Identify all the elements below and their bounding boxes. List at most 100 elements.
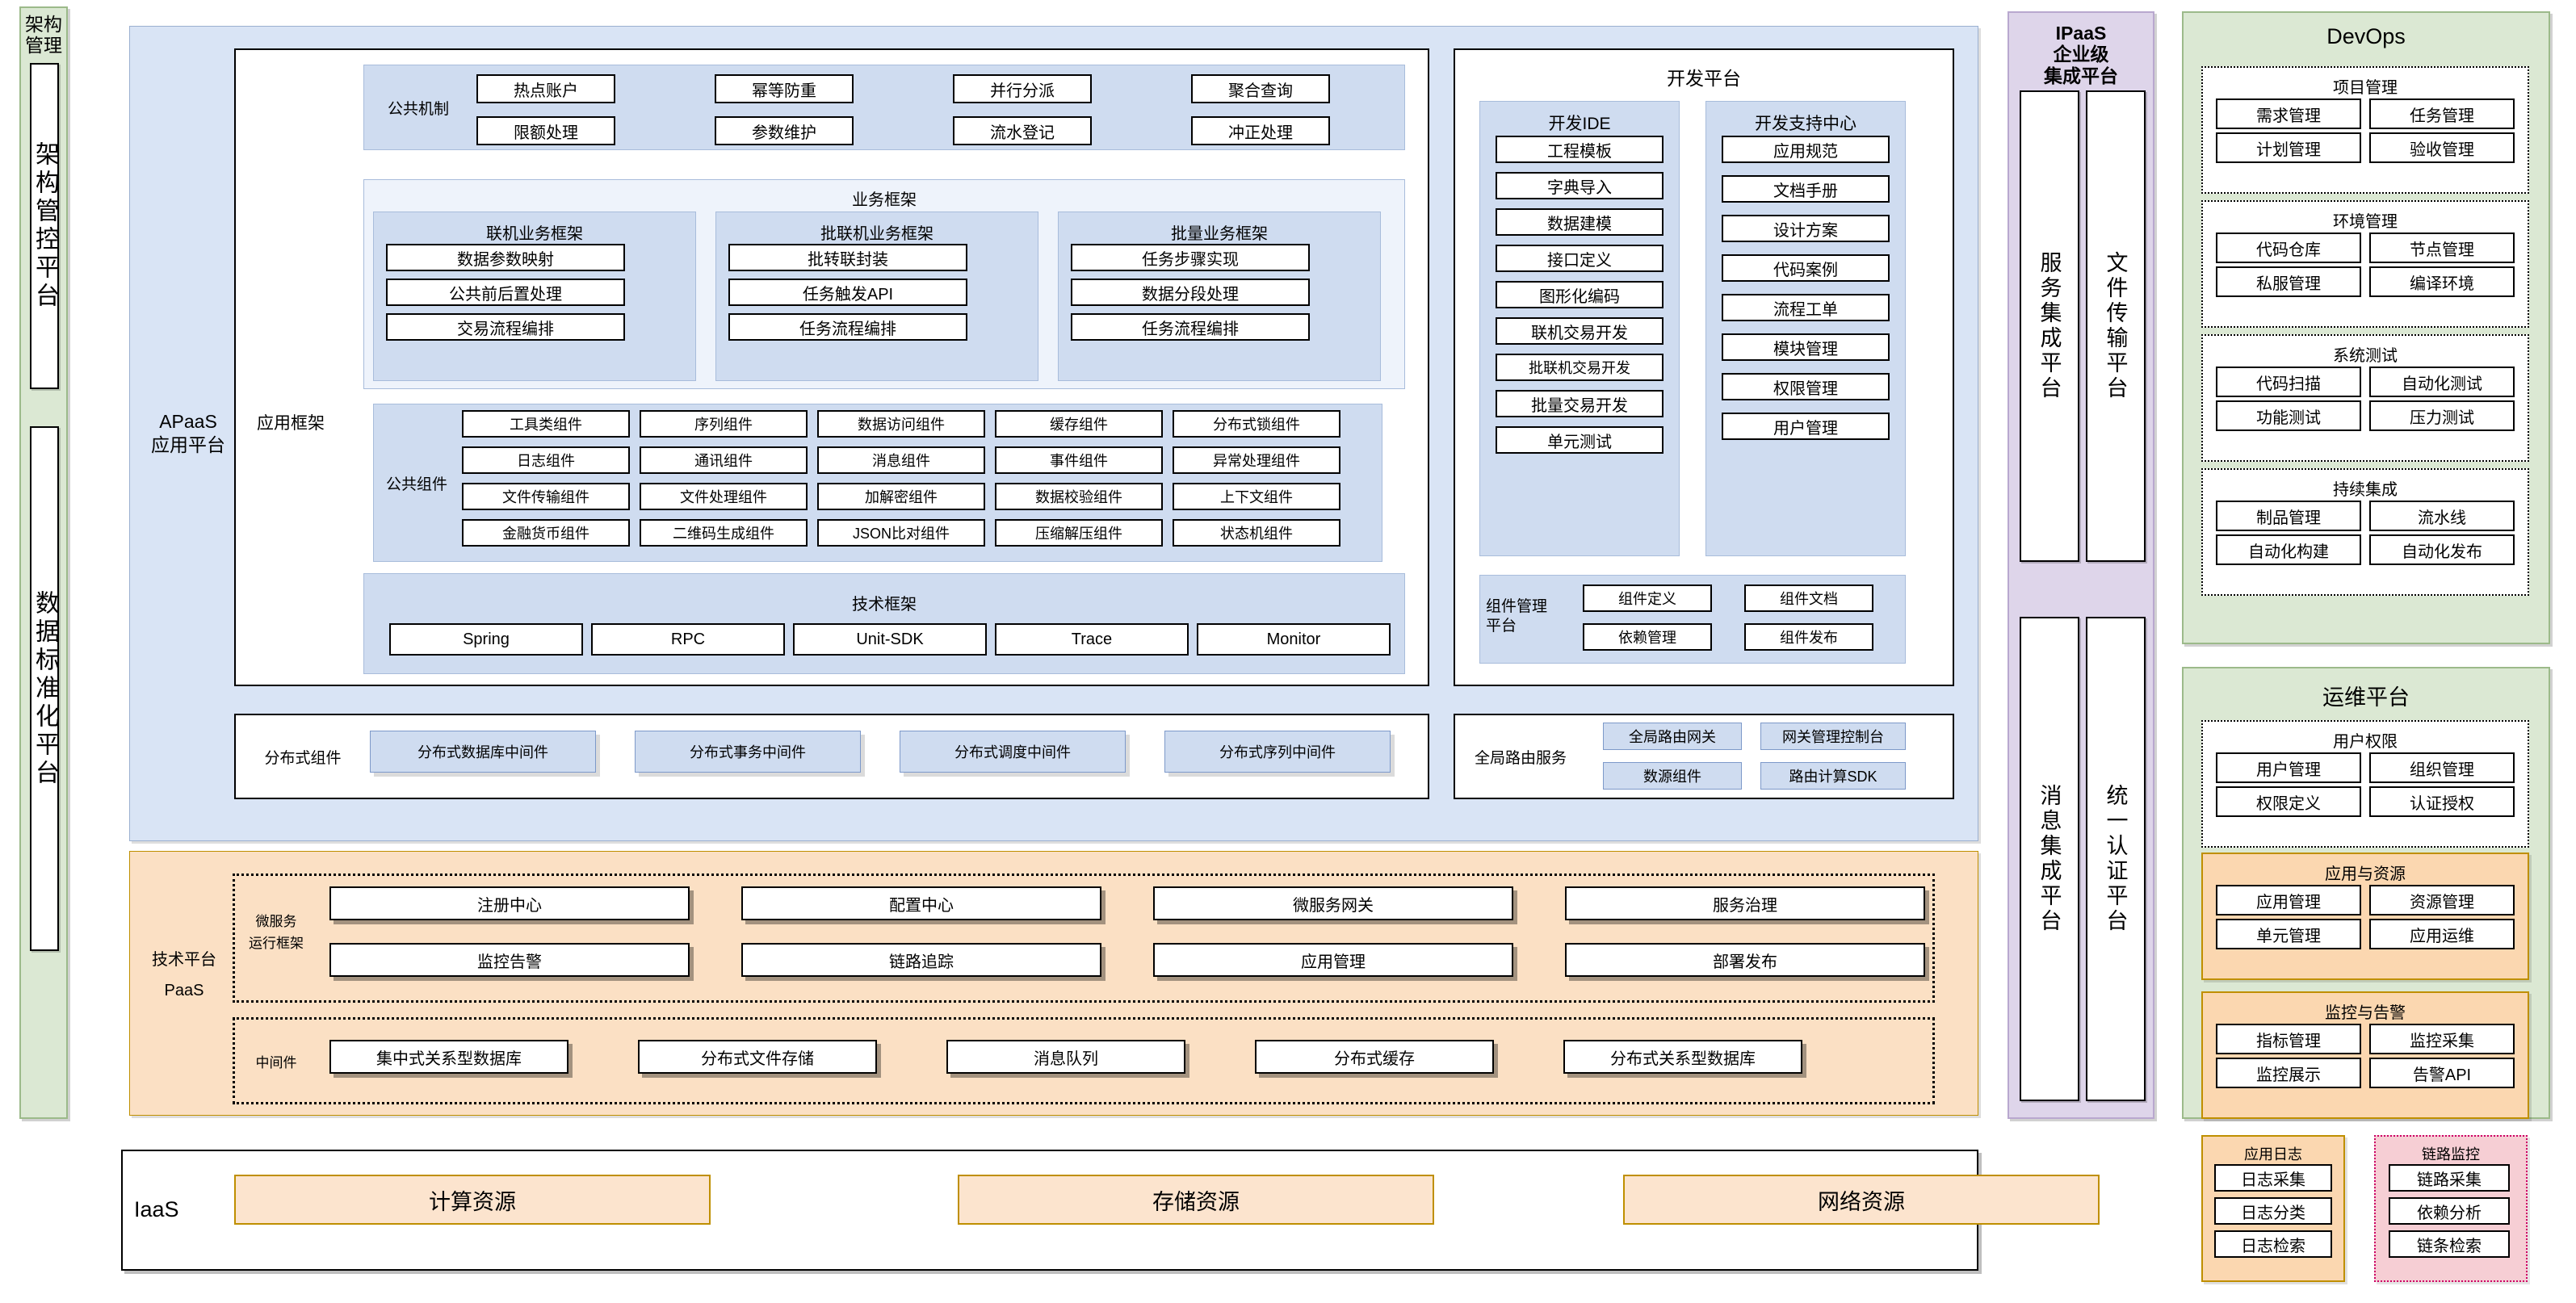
dev-ide-item[interactable]: 联机交易开发: [1496, 317, 1663, 345]
ops-item[interactable]: 应用管理: [2216, 885, 2361, 915]
devops-item[interactable]: 验收管理: [2369, 132, 2515, 163]
business-framework-item[interactable]: 任务步骤实现: [1071, 244, 1310, 271]
ops-item[interactable]: 指标管理: [2216, 1024, 2361, 1054]
middleware-item[interactable]: 分布式关系型数据库: [1563, 1040, 1802, 1074]
distributed-component-item[interactable]: 分布式调度中间件: [900, 731, 1126, 773]
common-component-item[interactable]: 缓存组件: [995, 410, 1163, 438]
ops-item[interactable]: 用户管理: [2216, 752, 2361, 783]
iaas-item[interactable]: 网络资源: [1623, 1175, 2100, 1225]
business-framework-item[interactable]: 任务触发API: [728, 279, 967, 306]
ops-item[interactable]: 认证授权: [2369, 786, 2515, 817]
ipaas-item-file-transfer[interactable]: 文件传输平台: [2086, 90, 2146, 562]
common-component-item[interactable]: 数据校验组件: [995, 483, 1163, 510]
business-framework-item[interactable]: 任务流程编排: [1071, 313, 1310, 341]
devops-item[interactable]: 私服管理: [2216, 266, 2361, 297]
business-framework-item[interactable]: 数据分段处理: [1071, 279, 1310, 306]
common-component-item[interactable]: 工具类组件: [462, 410, 630, 438]
common-component-item[interactable]: 上下文组件: [1173, 483, 1340, 510]
ops-item[interactable]: 日志采集: [2214, 1164, 2332, 1192]
common-component-item[interactable]: JSON比对组件: [817, 519, 985, 547]
common-component-item[interactable]: 序列组件: [640, 410, 808, 438]
common-component-item[interactable]: 消息组件: [817, 446, 985, 474]
ops-item[interactable]: 监控采集: [2369, 1024, 2515, 1054]
micro-runtime-item[interactable]: 链路追踪: [741, 943, 1101, 977]
common-component-item[interactable]: 二维码生成组件: [640, 519, 808, 547]
dev-ide-item[interactable]: 接口定义: [1496, 245, 1663, 272]
common-mechanism-item[interactable]: 热点账户: [476, 74, 615, 103]
common-mechanism-item[interactable]: 并行分派: [953, 74, 1092, 103]
dev-support-item[interactable]: 设计方案: [1722, 215, 1890, 242]
common-mechanism-item[interactable]: 聚合查询: [1191, 74, 1330, 103]
common-component-item[interactable]: 压缩解压组件: [995, 519, 1163, 547]
component-platform-item[interactable]: 依赖管理: [1583, 623, 1712, 651]
common-component-item[interactable]: 文件传输组件: [462, 483, 630, 510]
ops-item[interactable]: 单元管理: [2216, 919, 2361, 949]
dev-support-item[interactable]: 文档手册: [1722, 175, 1890, 203]
iaas-item[interactable]: 存储资源: [958, 1175, 1434, 1225]
middleware-item[interactable]: 分布式缓存: [1255, 1040, 1494, 1074]
common-component-item[interactable]: 数据访问组件: [817, 410, 985, 438]
ops-item[interactable]: 告警API: [2369, 1058, 2515, 1088]
devops-item[interactable]: 节点管理: [2369, 233, 2515, 263]
devops-item[interactable]: 自动化测试: [2369, 367, 2515, 397]
common-component-item[interactable]: 分布式锁组件: [1173, 410, 1340, 438]
dev-ide-item[interactable]: 数据建模: [1496, 208, 1663, 236]
common-component-item[interactable]: 状态机组件: [1173, 519, 1340, 547]
micro-runtime-item[interactable]: 服务治理: [1565, 886, 1925, 920]
common-component-item[interactable]: 金融货币组件: [462, 519, 630, 547]
dev-support-item[interactable]: 代码案例: [1722, 254, 1890, 282]
dev-support-item[interactable]: 流程工单: [1722, 294, 1890, 321]
dev-ide-item[interactable]: 批量交易开发: [1496, 390, 1663, 417]
micro-runtime-item[interactable]: 注册中心: [329, 886, 690, 920]
dev-support-item[interactable]: 模块管理: [1722, 333, 1890, 361]
global-routing-item[interactable]: 网关管理控制台: [1760, 723, 1906, 750]
business-framework-item[interactable]: 任务流程编排: [728, 313, 967, 341]
common-mechanism-item[interactable]: 限额处理: [476, 116, 615, 145]
micro-runtime-item[interactable]: 微服务网关: [1153, 886, 1513, 920]
devops-item[interactable]: 编译环境: [2369, 266, 2515, 297]
tech-framework-item[interactable]: Unit-SDK: [793, 623, 987, 656]
ipaas-item-unified-auth[interactable]: 统一认证平台: [2086, 617, 2146, 1101]
devops-item[interactable]: 压力测试: [2369, 400, 2515, 431]
common-mechanism-item[interactable]: 流水登记: [953, 116, 1092, 145]
devops-item[interactable]: 功能测试: [2216, 400, 2361, 431]
global-routing-item[interactable]: 路由计算SDK: [1760, 762, 1906, 790]
component-platform-item[interactable]: 组件文档: [1744, 584, 1873, 612]
devops-item[interactable]: 代码仓库: [2216, 233, 2361, 263]
common-component-item[interactable]: 异常处理组件: [1173, 446, 1340, 474]
middleware-item[interactable]: 集中式关系型数据库: [329, 1040, 568, 1074]
dev-ide-item[interactable]: 字典导入: [1496, 172, 1663, 199]
devops-item[interactable]: 自动化发布: [2369, 534, 2515, 565]
ops-item[interactable]: 日志检索: [2214, 1230, 2332, 1258]
common-component-item[interactable]: 通讯组件: [640, 446, 808, 474]
common-component-item[interactable]: 加解密组件: [817, 483, 985, 510]
dev-ide-item[interactable]: 工程模板: [1496, 136, 1663, 163]
common-mechanism-item[interactable]: 参数维护: [715, 116, 854, 145]
business-framework-item[interactable]: 公共前后置处理: [386, 279, 625, 306]
devops-item[interactable]: 代码扫描: [2216, 367, 2361, 397]
common-component-item[interactable]: 文件处理组件: [640, 483, 808, 510]
devops-item[interactable]: 计划管理: [2216, 132, 2361, 163]
dev-support-item[interactable]: 应用规范: [1722, 136, 1890, 163]
ipaas-item-message-integration[interactable]: 消息集成平台: [2020, 617, 2079, 1101]
ops-item[interactable]: 权限定义: [2216, 786, 2361, 817]
business-framework-item[interactable]: 数据参数映射: [386, 244, 625, 271]
tech-framework-item[interactable]: Monitor: [1197, 623, 1391, 656]
micro-runtime-item[interactable]: 应用管理: [1153, 943, 1513, 977]
common-mechanism-item[interactable]: 冲正处理: [1191, 116, 1330, 145]
ipaas-item-service-integration[interactable]: 服务集成平台: [2020, 90, 2079, 562]
middleware-item[interactable]: 分布式文件存储: [638, 1040, 877, 1074]
ops-item[interactable]: 链条检索: [2389, 1230, 2510, 1258]
devops-item[interactable]: 任务管理: [2369, 98, 2515, 129]
dev-support-item[interactable]: 用户管理: [1722, 413, 1890, 440]
middleware-item[interactable]: 消息队列: [946, 1040, 1185, 1074]
tech-framework-item[interactable]: RPC: [591, 623, 785, 656]
devops-item[interactable]: 流水线: [2369, 501, 2515, 531]
business-framework-item[interactable]: 批转联封装: [728, 244, 967, 271]
dev-support-item[interactable]: 权限管理: [1722, 373, 1890, 400]
tech-framework-item[interactable]: Spring: [389, 623, 583, 656]
distributed-component-item[interactable]: 分布式事务中间件: [635, 731, 861, 773]
ops-item[interactable]: 资源管理: [2369, 885, 2515, 915]
iaas-item[interactable]: 计算资源: [234, 1175, 711, 1225]
dev-ide-item[interactable]: 单元测试: [1496, 426, 1663, 454]
